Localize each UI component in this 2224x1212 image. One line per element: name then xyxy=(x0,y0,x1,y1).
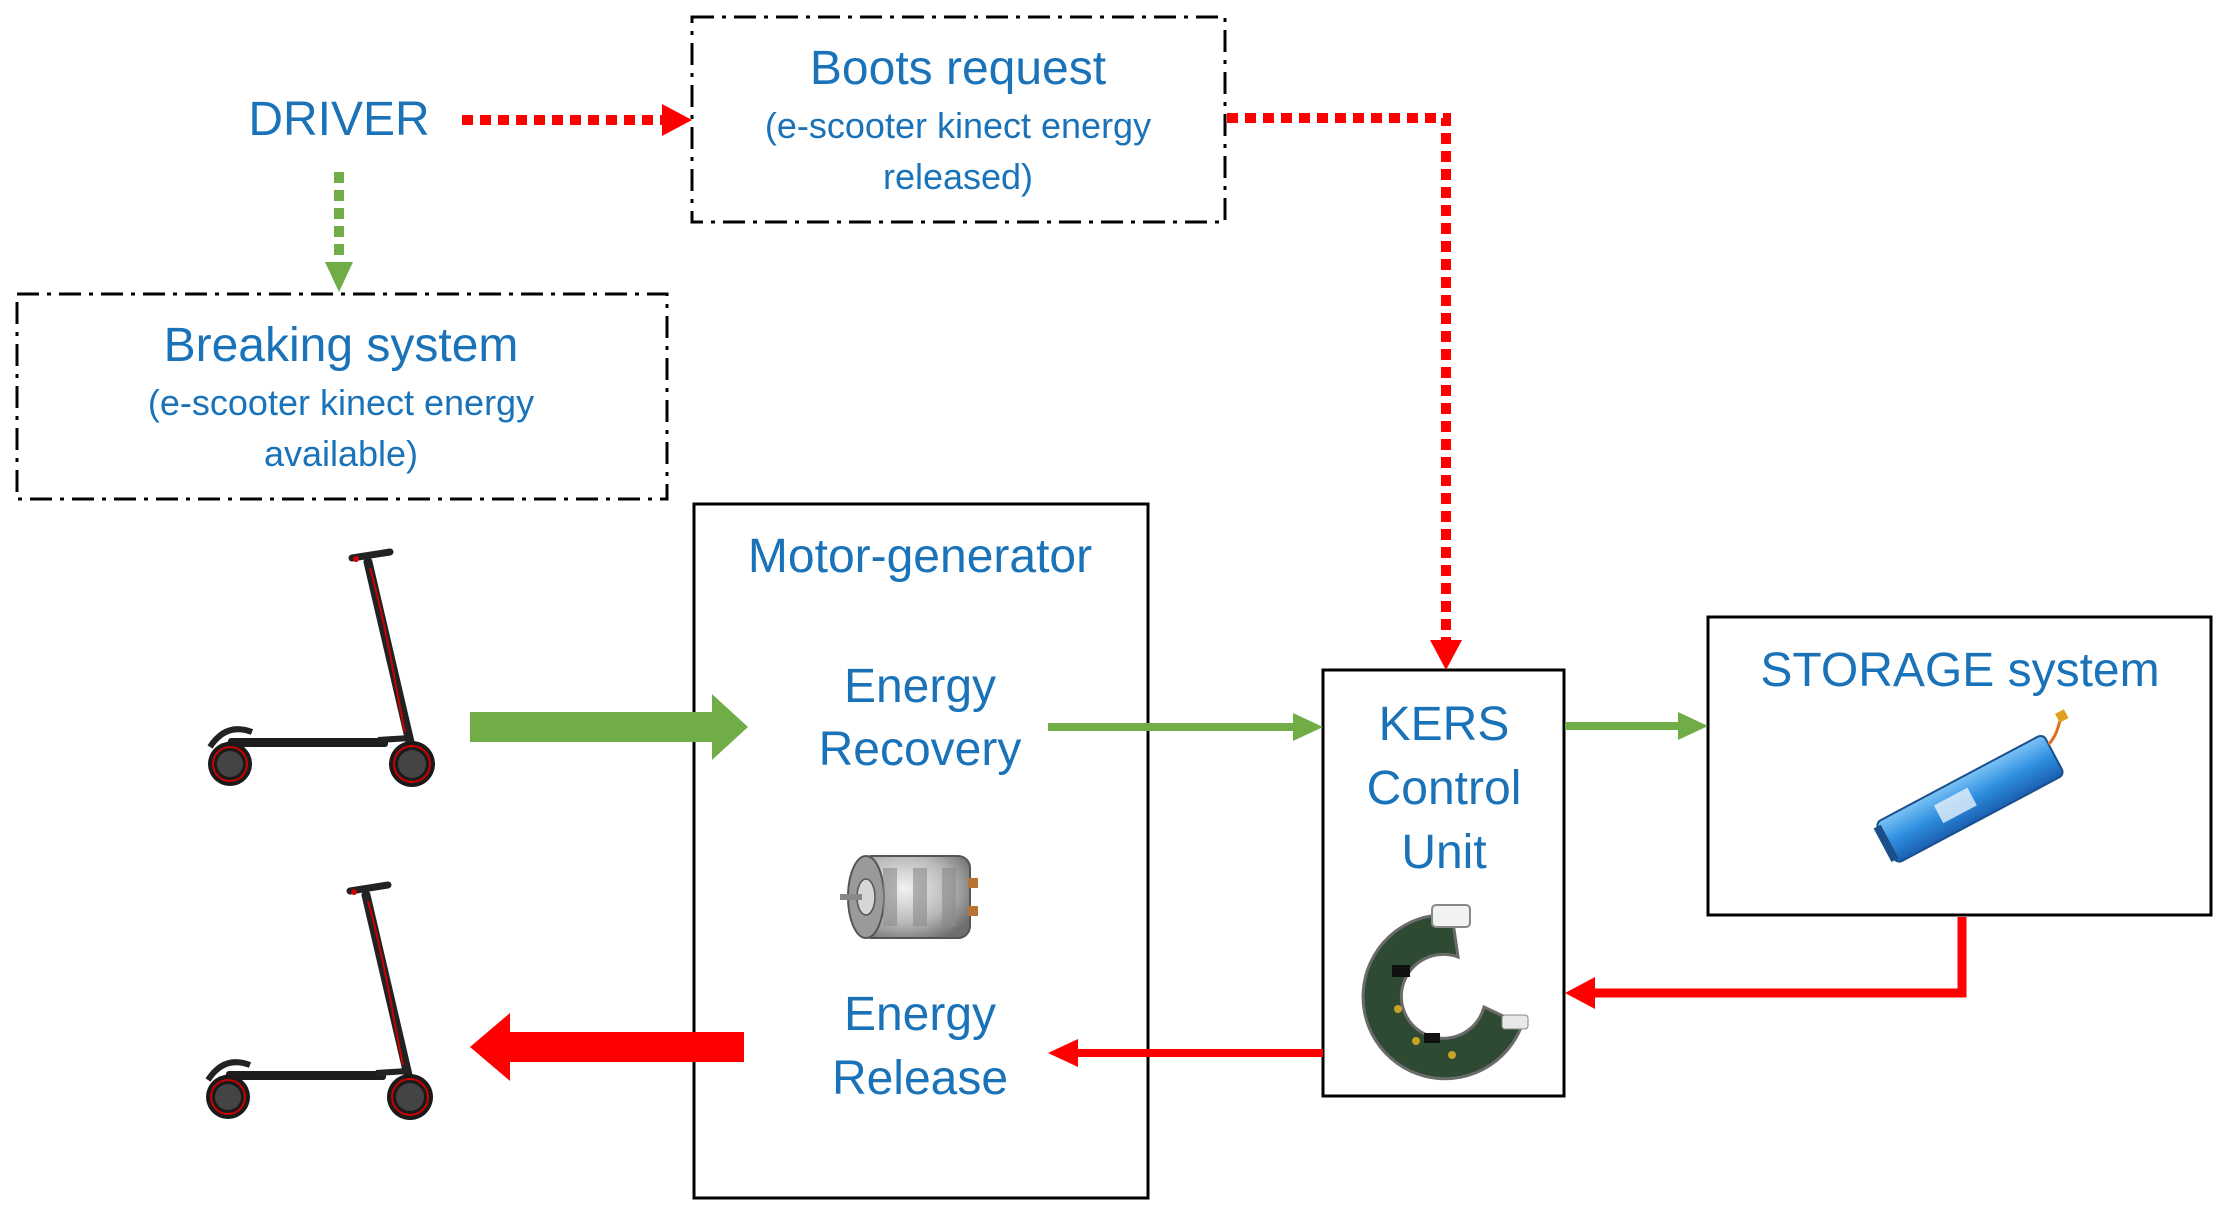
storage-to-kers-arrow xyxy=(1565,917,1967,1009)
breaking-system-line1: (e-scooter kinect energy xyxy=(148,382,534,423)
motor-generator-title: Motor-generator xyxy=(748,530,1092,583)
boost-request-title: Boots request xyxy=(810,42,1106,95)
motor-generator-box xyxy=(692,502,1150,1200)
energy-release-line1: Energy xyxy=(844,988,996,1041)
kers-line1: KERS xyxy=(1379,698,1510,751)
boost-request-line1: (e-scooter kinect energy xyxy=(765,105,1151,146)
storage-system-title: STORAGE system xyxy=(1760,644,2159,697)
e-scooter-icon xyxy=(206,885,433,1120)
kers-line3: Unit xyxy=(1401,826,1486,879)
breaking-system-line2: available) xyxy=(264,433,418,474)
kers-to-storage-arrow xyxy=(1565,712,1708,740)
storage-system-box xyxy=(1706,615,2213,917)
release-to-scooter-arrow xyxy=(470,1013,744,1081)
battery-pack-icon xyxy=(1873,709,2069,863)
boost-request-line2: released) xyxy=(883,156,1033,197)
kers-control-unit-box xyxy=(1321,668,1566,1098)
energy-recovery-line2: Recovery xyxy=(819,723,1022,776)
boost-to-kers-arrow xyxy=(1227,113,1462,670)
scooter-to-recovery-arrow xyxy=(470,694,748,760)
driver-to-breaking-arrow xyxy=(325,172,353,292)
boost-request-box xyxy=(690,15,1227,224)
energy-release-line2: Release xyxy=(832,1052,1008,1105)
recovery-to-kers-arrow xyxy=(1048,713,1323,741)
breaking-system-title: Breaking system xyxy=(164,319,519,372)
dc-motor-icon xyxy=(840,855,978,939)
driver-to-boost-arrow xyxy=(462,104,692,136)
energy-recovery-line1: Energy xyxy=(844,660,996,713)
kers-to-release-arrow xyxy=(1048,1039,1323,1067)
breaking-system-box xyxy=(15,292,669,501)
kers-line2: Control xyxy=(1367,762,1522,815)
driver-label: DRIVER xyxy=(248,93,429,146)
e-scooter-icon xyxy=(208,552,435,787)
control-board-icon xyxy=(1361,904,1529,1081)
